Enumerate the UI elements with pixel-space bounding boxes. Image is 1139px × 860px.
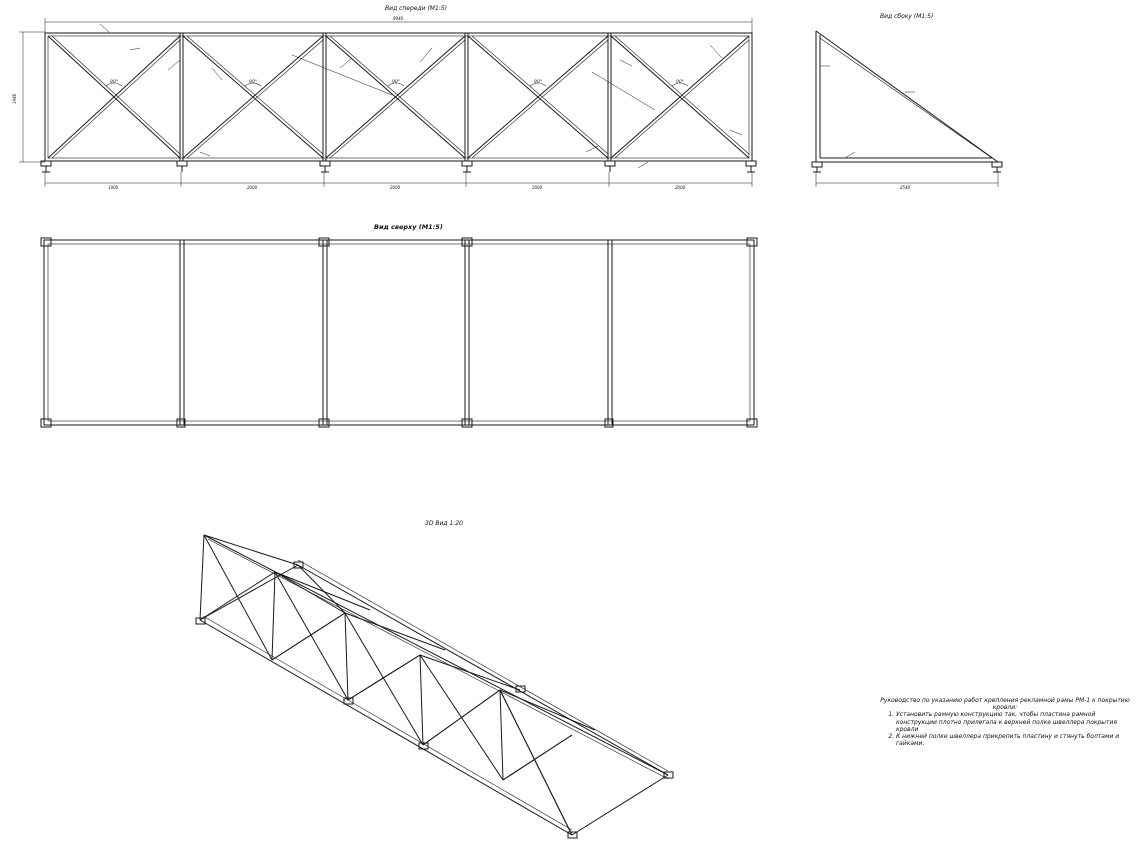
top-view-corners [40,237,758,428]
iso-feet [195,561,674,839]
front-view: Вид спереди (М1:5) 9940 1946 [12,5,757,190]
front-total-width: 9940 [393,16,404,21]
front-view-title: Вид спереди (М1:5) [385,5,447,12]
span-dim: 2000 [532,185,543,190]
span-dim: 2000 [390,185,401,190]
span-dim: 2000 [247,185,258,190]
iso-diagonals [199,534,596,836]
angle-marks: 90° 90° 90° 90° 90° [105,79,689,87]
angle-label: 90° [392,79,400,85]
angle-label: 90° [249,79,257,85]
notes-list: Установить рамную конструкцию так, чтобы… [880,711,1130,747]
side-base-dim: 2540 [900,185,911,190]
front-diagonals [47,35,750,159]
note-item: Установить рамную конструкцию так, чтобы… [896,711,1130,733]
note-item: К нижней полке швеллера прикрепить пласт… [896,733,1130,747]
front-leaders [99,23,743,169]
top-view: Вид сверху (М1:5) [40,223,758,428]
angle-label: 90° [110,79,118,85]
angle-label: 90° [534,79,542,85]
front-base-plates [40,160,757,173]
front-posts [179,33,612,161]
top-view-posts [179,240,613,425]
side-view-title: Вид сбоку (М1:5) [880,13,933,20]
top-view-title: Вид сверху (М1:5) [374,223,443,231]
front-span-dims: 1900 2000 2000 2000 2000 [44,172,753,190]
side-view: Вид сбоку (М1:5) 2540 [811,13,1003,190]
notes-intro: Руководство по указанию работ крепления … [880,697,1130,712]
angle-label: 90° [676,79,684,85]
installation-notes: Руководство по указанию работ крепления … [880,697,1130,747]
iso-view-title: 3D Вид 1:20 [425,520,463,527]
front-height: 1946 [12,93,17,104]
iso-view: 3D Вид 1:20 [195,520,674,839]
span-dim: 1900 [108,185,119,190]
span-dim: 2000 [675,185,686,190]
